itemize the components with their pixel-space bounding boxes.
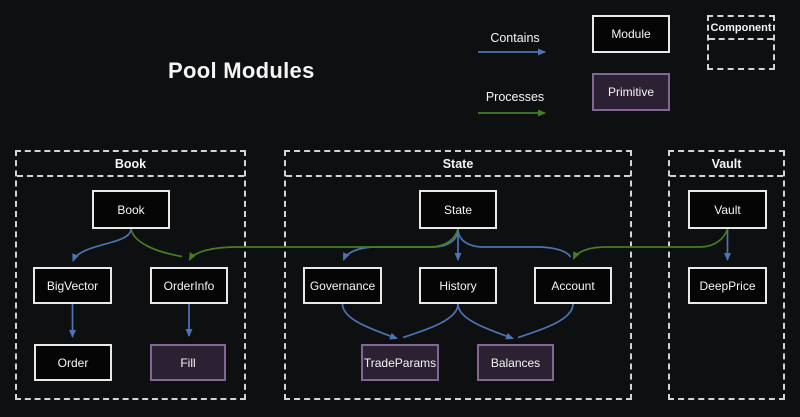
node-history: History [419, 267, 497, 304]
node-balances: Balances [477, 344, 554, 381]
page-title: Pool Modules [168, 58, 315, 83]
node-governance: Governance [303, 267, 382, 304]
vault-container: Vault [668, 150, 785, 400]
node-account: Account [534, 267, 612, 304]
node-tradeparams: TradeParams [361, 344, 439, 381]
node-orderinfo: OrderInfo [150, 267, 228, 304]
book-container-header: Book [17, 152, 244, 177]
node-vault: Vault [688, 190, 767, 229]
legend-processes-label: Processes [485, 90, 545, 104]
node-fill: Fill [150, 344, 226, 381]
legend-contains-label: Contains [490, 31, 540, 45]
node-state: State [419, 190, 497, 229]
node-bigvector: BigVector [33, 267, 112, 304]
node-order: Order [34, 344, 112, 381]
state-container: State [284, 150, 632, 400]
node-deepprice: DeepPrice [688, 267, 767, 304]
state-container-header: State [286, 152, 630, 177]
legend-module-box: Module [592, 15, 670, 53]
legend-component-box: Component [707, 15, 775, 70]
node-book: Book [92, 190, 170, 229]
vault-container-header: Vault [670, 152, 783, 177]
book-container: Book [15, 150, 246, 400]
legend-primitive-box: Primitive [592, 73, 670, 111]
legend-component-label: Component [709, 17, 773, 40]
